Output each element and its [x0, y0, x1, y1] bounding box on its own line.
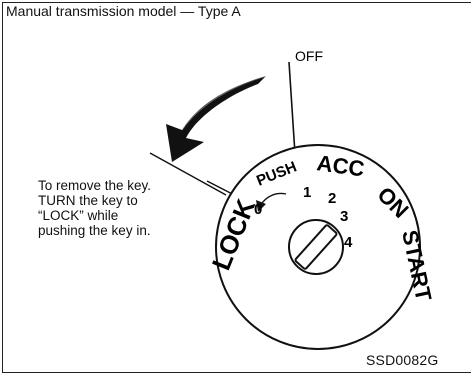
figure-code: SSD0082G — [366, 352, 439, 368]
turn-arrow-icon — [166, 76, 266, 162]
push-arrow-icon — [256, 200, 266, 212]
instruction-line: TURN the key to — [38, 193, 138, 208]
instruction-line: To remove the key. — [38, 178, 152, 193]
page-title: Manual transmission model — Type A — [6, 3, 241, 19]
position-1: 1 — [303, 184, 311, 201]
key-slot — [294, 224, 338, 270]
position-0: 0 — [254, 201, 262, 218]
arrow-highlight — [181, 75, 267, 131]
position-4: 4 — [344, 234, 353, 251]
instruction-line: “LOCK” while — [38, 208, 119, 223]
removal-instruction: To remove the key. TURN the key to “LOCK… — [38, 178, 151, 238]
instruction-line: pushing the key in. — [38, 223, 151, 238]
position-3: 3 — [340, 208, 348, 225]
position-2: 2 — [328, 190, 336, 207]
lock-leader-line — [149, 152, 227, 196]
off-leader-line — [288, 61, 296, 155]
off-label: OFF — [295, 48, 323, 64]
keyhole — [288, 219, 344, 275]
